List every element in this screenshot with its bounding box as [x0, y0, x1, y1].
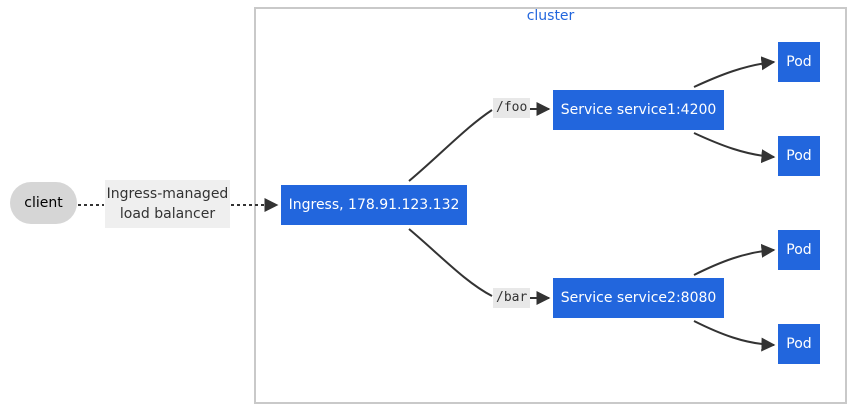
client-label: client: [24, 195, 63, 211]
route-path-bar: /bar: [493, 288, 531, 308]
service2-label: Service service2:8080: [560, 290, 717, 306]
route-path-foo: /foo: [493, 98, 531, 118]
pod-node-2: Pod: [778, 136, 820, 176]
edge-ingress-to-bar-label: [408, 228, 493, 297]
pod-label: Pod: [786, 242, 812, 258]
pod-node-1: Pod: [778, 42, 820, 82]
service1-node: Service service1:4200: [553, 90, 724, 130]
edge-service2-to-pod3: [693, 243, 776, 276]
load-balancer-label: Ingress-managed load balancer: [105, 180, 230, 228]
edge-service1-to-pod1: [693, 56, 776, 88]
pod-node-4: Pod: [778, 324, 820, 364]
client-node: client: [10, 182, 77, 224]
pod-label: Pod: [786, 54, 812, 70]
load-balancer-line-1: Ingress-managed: [106, 186, 229, 202]
service2-node: Service service2:8080: [553, 278, 724, 318]
edge-service1-to-pod2: [693, 132, 776, 164]
ingress-node: Ingress, 178.91.123.132: [281, 185, 467, 225]
edge-ingress-to-foo-label: [408, 109, 493, 182]
service1-label: Service service1:4200: [560, 102, 717, 118]
pod-label: Pod: [786, 148, 812, 164]
pod-label: Pod: [786, 336, 812, 352]
load-balancer-line-2: load balancer: [119, 206, 216, 222]
edge-service2-to-pod4: [693, 320, 776, 352]
pod-node-3: Pod: [778, 230, 820, 270]
cluster-title: cluster: [526, 8, 575, 24]
ingress-label: Ingress, 178.91.123.132: [288, 197, 460, 213]
